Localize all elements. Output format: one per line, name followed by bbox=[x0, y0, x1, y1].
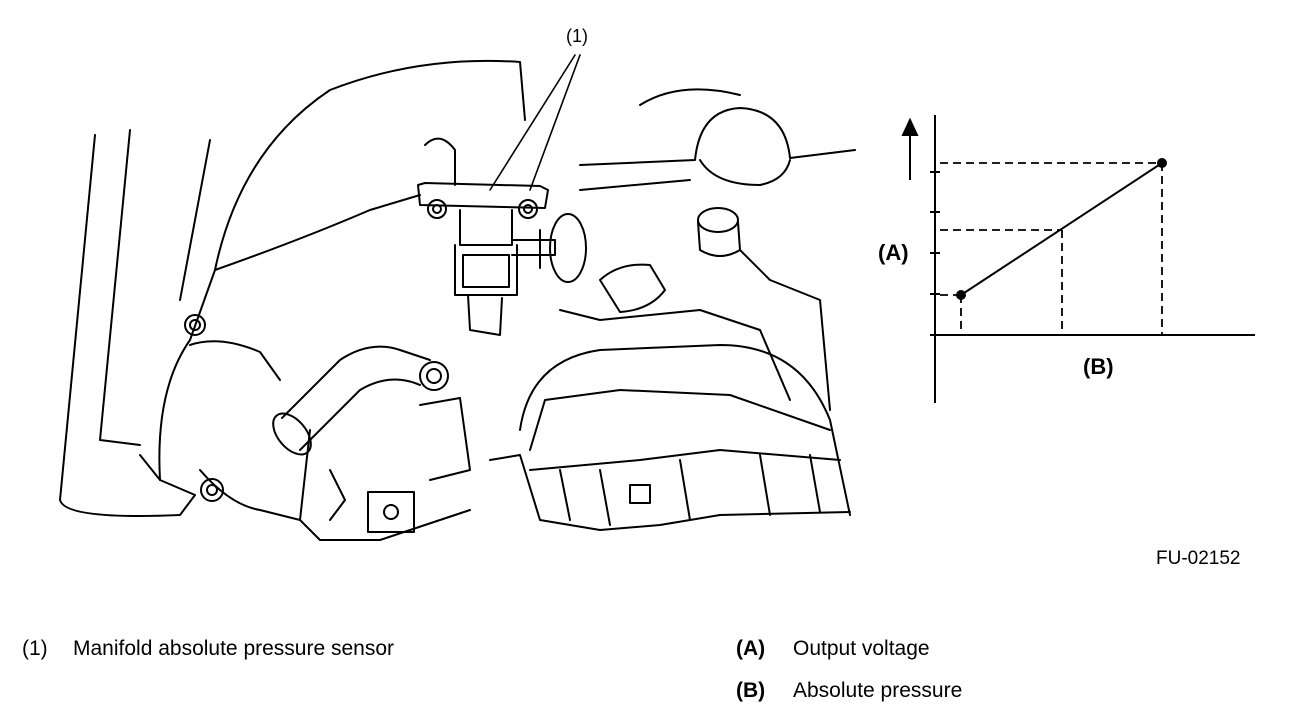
alternator bbox=[489, 344, 851, 531]
legend-key: (1) bbox=[22, 637, 48, 660]
throttle-housing bbox=[559, 88, 856, 411]
callout-label: (1) bbox=[566, 26, 588, 46]
graph-point-low bbox=[956, 290, 966, 300]
callout-leader bbox=[489, 54, 581, 191]
lower-bracket bbox=[299, 429, 471, 541]
figure-id: FU-02152 bbox=[1156, 548, 1241, 569]
legend-item-a: (A) Output voltage bbox=[736, 637, 930, 661]
graph-characteristic-line bbox=[960, 162, 1163, 296]
map-sensor bbox=[417, 137, 587, 336]
voltage-pressure-graph bbox=[901, 115, 1255, 403]
graph-up-arrow-head bbox=[901, 117, 919, 136]
legend-item-b: (B) Absolute pressure bbox=[736, 679, 962, 703]
legend-text: Manifold absolute pressure sensor bbox=[73, 637, 395, 660]
graph-x-tag: (B) bbox=[1083, 354, 1114, 379]
legend-text: Absolute pressure bbox=[793, 679, 963, 702]
legend-key: (A) bbox=[736, 637, 766, 660]
legend-key: (B) bbox=[736, 679, 766, 702]
graph-y-tag: (A) bbox=[878, 240, 909, 265]
intake-duct bbox=[59, 59, 526, 521]
legend-text: Output voltage bbox=[793, 637, 930, 660]
graph-point-high bbox=[1157, 158, 1167, 168]
duct-bolts bbox=[184, 314, 224, 502]
pipes bbox=[272, 345, 471, 481]
legend-item-1: (1) Manifold absolute pressure sensor bbox=[22, 637, 394, 661]
